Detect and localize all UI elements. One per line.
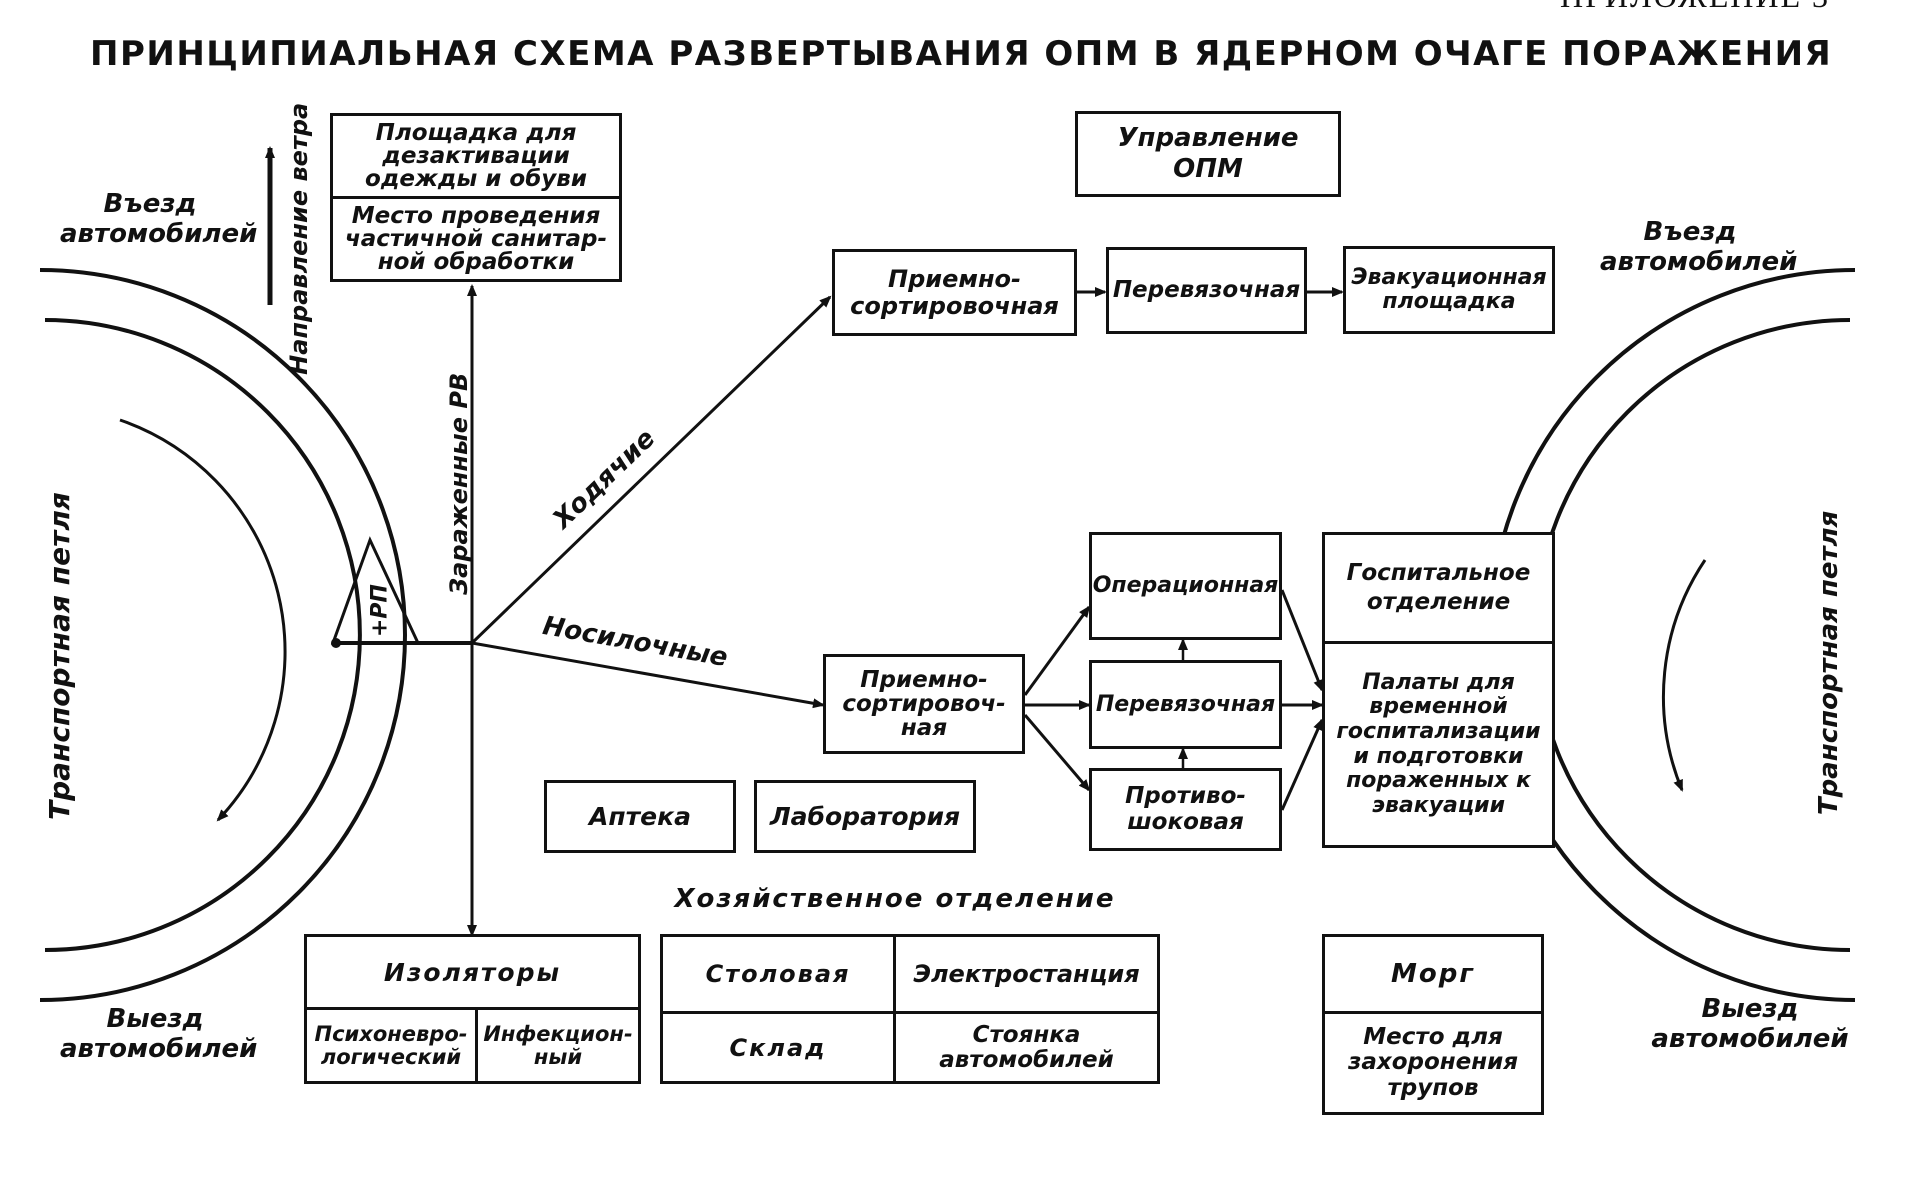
page-label: ПРИЛОЖЕНИЕ 3 <box>1560 0 1830 15</box>
hospital-wards-text: Палаты для временной госпитализации и по… <box>1336 669 1541 818</box>
operating-room-box: Операционная <box>1089 532 1282 640</box>
stretcher-triage-text: Приемно- сортировоч- ная <box>842 666 1006 742</box>
walking-dressing-box: Перевязочная <box>1106 247 1307 334</box>
isolators-box: Изоляторы Психоневро- логический Инфекци… <box>304 934 641 1084</box>
household-title: Хозяйственное отделение <box>674 884 1116 914</box>
decon-top-cell: Площадка для дезактивации одежды и обуви <box>333 116 619 196</box>
hospital-title-text: Госпитальное отделение <box>1346 560 1531 615</box>
parking-text: Стоянка автомобилей <box>939 1022 1114 1073</box>
laboratory-box: Лаборатория <box>754 780 976 853</box>
morgue-box: Морг Место для захоронения трупов <box>1322 934 1544 1115</box>
right-loop-inner-arc <box>1533 318 1851 952</box>
morgue-title-cell: Морг <box>1325 937 1541 1011</box>
isolators-psycho-text: Психоневро- логический <box>314 1022 468 1069</box>
hospital-box: Госпитальное отделение Палаты для времен… <box>1322 532 1555 848</box>
power-station-text: Электростанция <box>913 960 1140 988</box>
hospital-wards-cell: Палаты для временной госпитализации и по… <box>1325 641 1552 845</box>
walking-triage-box: Приемно- сортировочная <box>832 249 1077 336</box>
decon-bottom-text: Место проведения частичной санитар- ной … <box>344 202 608 275</box>
management-box: Управление ОПМ <box>1075 111 1341 197</box>
walking-triage-cell: Приемно- сортировочная <box>835 252 1074 333</box>
pharmacy-text: Аптека <box>589 802 691 831</box>
operating-to-hospital <box>1280 589 1324 692</box>
morgue-burial-cell: Место для захоронения трупов <box>1325 1011 1541 1112</box>
walking-flow-line <box>470 295 832 645</box>
right-loop-label: Транспортная петля <box>1814 510 1845 816</box>
evacuation-area-text: Эвакуационная площадка <box>1351 264 1547 314</box>
decontamination-box: Площадка для дезактивации одежды и обуви… <box>330 113 622 282</box>
power-station-cell: Электростанция <box>893 937 1157 1011</box>
pharmacy-cell: Аптека <box>547 783 733 850</box>
morgue-title-text: Морг <box>1391 959 1475 989</box>
canteen-text: Столовая <box>705 960 851 988</box>
parking-cell: Стоянка автомобилей <box>893 1011 1157 1081</box>
operating-room-text: Операционная <box>1092 573 1279 598</box>
stretcher-dressing-box: Перевязочная <box>1089 660 1282 749</box>
hospital-title-cell: Госпитальное отделение <box>1325 535 1552 641</box>
decon-bottom-cell: Место проведения частичной санитар- ной … <box>333 196 619 279</box>
left-entry-label: Въезд автомобилей <box>60 189 258 249</box>
isolators-psycho-cell: Психоневро- логический <box>307 1007 475 1081</box>
decon-top-text: Площадка для дезактивации одежды и обуви <box>365 119 587 192</box>
left-loop-label: Транспортная петля <box>42 492 76 821</box>
right-loop-direction-arrow <box>1662 559 1707 792</box>
left-loop-inner-arc <box>44 318 362 952</box>
storage-cell: Склад <box>663 1011 893 1081</box>
rp-point <box>331 638 341 648</box>
laboratory-cell: Лаборатория <box>757 783 973 850</box>
stretcher-flow-line <box>471 641 825 709</box>
household-box: Столовая Электростанция Склад Стоянка ав… <box>660 934 1160 1084</box>
antishock-text: Противо- шоковая <box>1125 783 1246 835</box>
left-loop-outer-arc <box>39 268 407 1002</box>
left-loop-direction-arrow <box>119 418 287 822</box>
antishock-box: Противо- шоковая <box>1089 768 1282 851</box>
page-title: ПРИНЦИПИАЛЬНАЯ СХЕМА РАЗВЕРТЫВАНИЯ ОПМ В… <box>90 34 1833 74</box>
walking-triage-text: Приемно- сортировочная <box>850 265 1059 320</box>
isolators-title-cell: Изоляторы <box>307 937 638 1007</box>
walking-dressing-text: Перевязочная <box>1112 277 1301 303</box>
evacuation-area-box: Эвакуационная площадка <box>1343 246 1555 334</box>
contaminated-flow-label: Зараженные РВ <box>445 372 474 595</box>
stretcher-triage-box: Приемно- сортировоч- ная <box>823 654 1025 754</box>
right-exit-label: Выезд автомобилей <box>1651 994 1849 1054</box>
operating-room-cell: Операционная <box>1092 535 1279 637</box>
stretcher-triage-cell: Приемно- сортировоч- ная <box>826 657 1022 751</box>
right-entry-label: Въезд автомобилей <box>1600 217 1798 277</box>
canteen-cell: Столовая <box>663 937 893 1011</box>
stretcher-dressing-cell: Перевязочная <box>1092 663 1279 746</box>
isolators-title-text: Изоляторы <box>383 957 562 987</box>
laboratory-text: Лаборатория <box>769 802 961 831</box>
left-exit-label: Выезд автомобилей <box>60 1004 258 1064</box>
stretcher-to-operating <box>1023 605 1091 696</box>
isolators-infect-cell: Инфекцион- ный <box>475 1007 638 1081</box>
stretcher-dressing-text: Перевязочная <box>1095 691 1276 717</box>
isolators-infect-text: Инфекцион- ный <box>483 1022 633 1069</box>
wind-direction-label: Направление ветра <box>285 102 314 375</box>
evacuation-area-cell: Эвакуационная площадка <box>1346 249 1552 331</box>
antishock-cell: Противо- шоковая <box>1092 771 1279 848</box>
stretcher-to-antishock <box>1023 714 1091 792</box>
management-cell: Управление ОПМ <box>1078 114 1338 194</box>
pharmacy-box: Аптека <box>544 780 736 853</box>
morgue-burial-text: Место для захоронения трупов <box>1347 1024 1519 1101</box>
walking-dressing-cell: Перевязочная <box>1109 250 1304 331</box>
antishock-to-hospital <box>1280 718 1324 811</box>
rp-label: +РП <box>367 584 393 638</box>
storage-text: Склад <box>729 1033 827 1062</box>
management-text: Управление ОПМ <box>1117 122 1299 184</box>
